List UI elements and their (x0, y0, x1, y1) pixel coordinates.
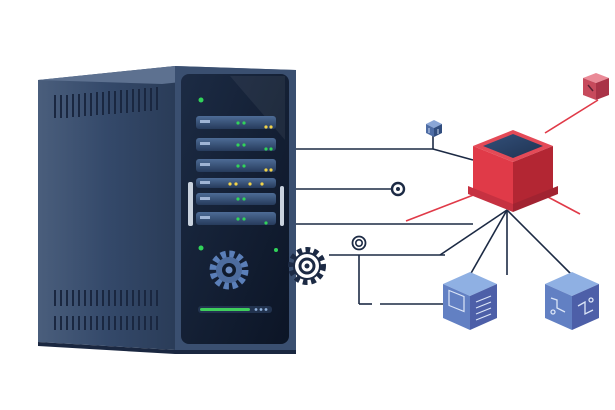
status-dot (259, 308, 263, 311)
rack-unit (196, 178, 276, 188)
status-bar-fill (200, 308, 250, 311)
red-cube-hub-icon (468, 130, 558, 212)
server-base (38, 342, 296, 354)
network-lines (296, 136, 573, 305)
server-handle-left (188, 182, 193, 226)
rack-unit (196, 212, 276, 225)
ring-node-icon (390, 181, 406, 197)
power-led (198, 97, 204, 103)
small-cube-icon (583, 73, 609, 100)
status-led (198, 245, 204, 251)
red-lines (405, 99, 599, 222)
chip-cube-icon (443, 272, 497, 330)
chip-cube-icon (545, 272, 599, 330)
status-dot (254, 308, 258, 311)
server-handle-right (280, 186, 284, 226)
rack-unit (196, 138, 276, 151)
gear-icon (209, 250, 249, 290)
server-tower-icon (38, 66, 296, 354)
ring-node-icon (351, 235, 367, 251)
rack-unit (196, 159, 276, 172)
rack-unit (196, 116, 276, 129)
status-dot (264, 308, 268, 311)
vent-grille-lower (54, 290, 158, 330)
rack-unit (196, 193, 276, 205)
gear-icon (288, 247, 326, 285)
small-cube-icon (426, 120, 442, 137)
vent-grille-upper (54, 87, 158, 118)
server-side-panel (38, 66, 175, 350)
status-led (274, 248, 278, 252)
rack-units (196, 116, 276, 225)
